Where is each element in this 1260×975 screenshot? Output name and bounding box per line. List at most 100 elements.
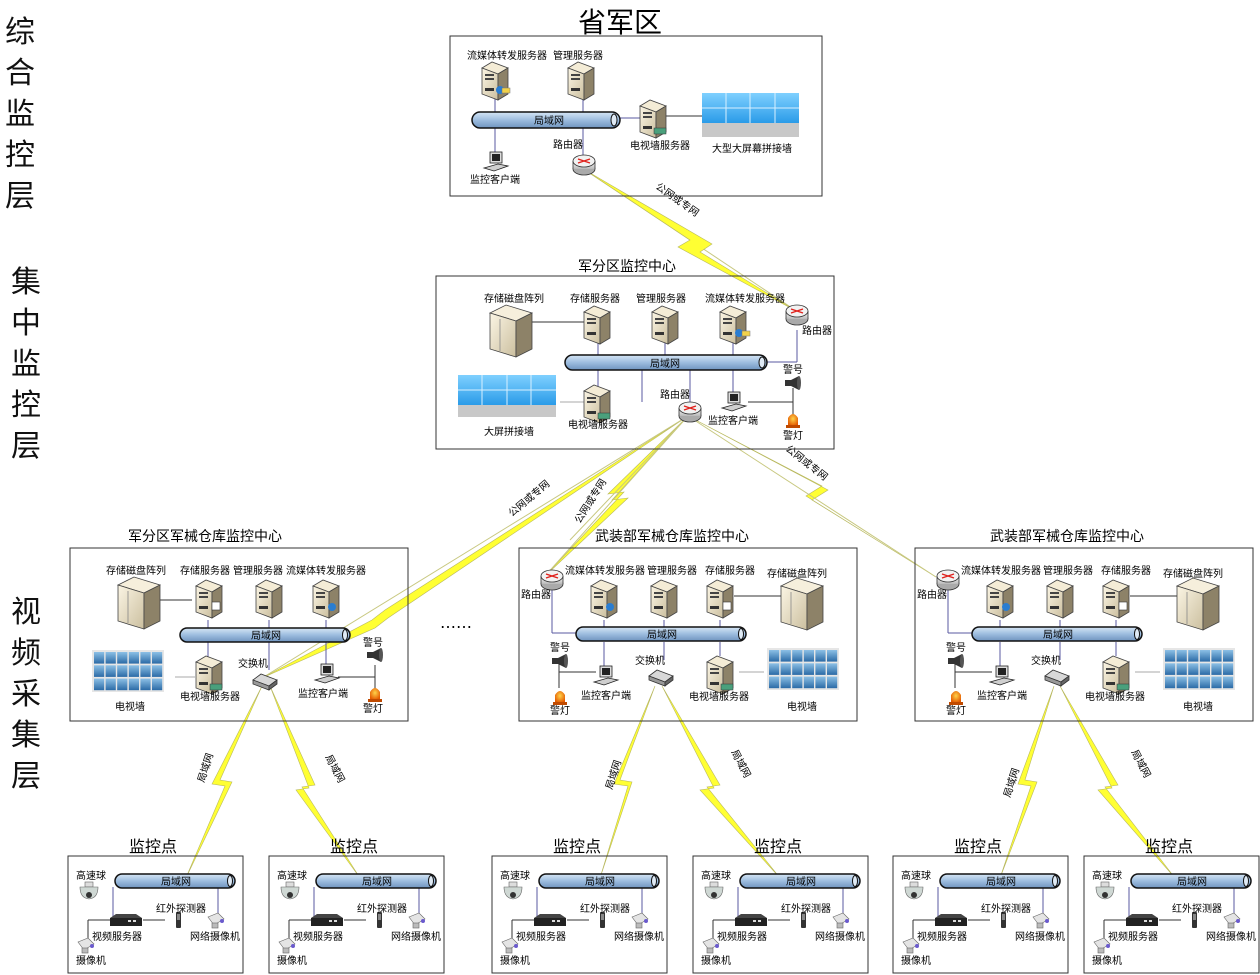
lan-pipe: 局域网 [739, 873, 861, 889]
camera-label: 摄像机 [701, 954, 731, 967]
dome-camera-label: 高速球 [277, 869, 307, 882]
lan-label: 局域网 [786, 875, 816, 888]
layer-char: 集 [11, 718, 41, 753]
client-label: 监控客户端 [470, 173, 520, 186]
dome-camera-label: 高速球 [76, 869, 106, 882]
switch-label: 交换机 [1031, 654, 1061, 667]
mgmt-server-label: 管理服务器 [1043, 564, 1093, 577]
mgmt-server-icon [567, 61, 595, 101]
router-icon [785, 304, 809, 326]
ip-camera-label: 网络摄像机 [815, 930, 865, 943]
mgmt-server-icon [1046, 579, 1074, 619]
client-icon [593, 665, 619, 686]
client-label: 监控客户端 [708, 414, 758, 427]
siren-label: 警号 [946, 641, 966, 654]
siren-label: 警号 [363, 636, 383, 649]
lan-pipe: 局域网 [1130, 873, 1252, 889]
layer-char: 综 [5, 15, 35, 50]
lan-label: 局域网 [647, 628, 677, 641]
storage-server-label: 存储服务器 [1101, 564, 1151, 577]
layer-char: 层 [11, 429, 41, 464]
switch-icon [252, 673, 278, 691]
video-server-icon [735, 914, 767, 926]
lan-label: 局域网 [1128, 747, 1154, 780]
tv-wall-label: 电视墙 [115, 700, 145, 713]
wan-label-center1: 公网或专网 [506, 477, 553, 519]
layer-char: 中 [11, 306, 41, 341]
monitor-point-title: 监控点 [954, 837, 1002, 856]
dome-camera-icon [1095, 881, 1115, 900]
client-icon [314, 663, 340, 684]
lan-label: 局域网 [585, 875, 615, 888]
siren-icon [785, 376, 801, 390]
wan-label-province: 公网或专网 [653, 180, 701, 219]
video-server-label: 视频服务器 [1108, 930, 1158, 943]
disk-array-label: 存储磁盘阵列 [1163, 567, 1223, 580]
router-icon [540, 569, 564, 591]
video-server-icon [110, 914, 142, 926]
client-label: 监控客户端 [581, 689, 631, 702]
globe-icon [735, 329, 743, 337]
monitor-point-title: 监控点 [754, 837, 802, 856]
switch-icon [1044, 669, 1070, 687]
ip-camera-icon [408, 912, 426, 929]
dome-camera-icon [704, 881, 724, 900]
tv-wall-server-label: 电视墙服务器 [568, 418, 628, 431]
lan-label: 局域网 [194, 751, 216, 784]
ir-detector-label: 红外探测器 [357, 902, 407, 915]
monitor-points: 监控点局域网高速球视频服务器红外探测器网络摄像机摄像机监控点局域网高速球视频服务… [67, 837, 1260, 974]
mgmt-server-label: 管理服务器 [233, 564, 283, 577]
lan-label: 局域网 [1043, 628, 1073, 641]
disk-array-label: 存储磁盘阵列 [106, 564, 166, 577]
disk-array-icon [489, 304, 533, 358]
video-server-label: 视频服务器 [917, 930, 967, 943]
mgmt-server-label: 管理服务器 [647, 564, 697, 577]
client-label: 监控客户端 [977, 689, 1027, 702]
province-panel: 省军区 局域网 流媒体转发服务器 管理服务器 电视墙服务器 [449, 6, 823, 197]
switch-label: 交换机 [238, 657, 268, 670]
layer-label-comprehensive: 综 合 监 控 层 [0, 12, 40, 217]
ir-detector-label: 红外探测器 [981, 902, 1031, 915]
layer-char: 层 [5, 179, 35, 214]
big-screen-label: 大屏拼接墙 [484, 425, 534, 438]
stream-server-icon [719, 305, 747, 345]
lan-pipe: 局域网 [114, 873, 236, 889]
alarm-light-icon [949, 691, 963, 705]
stream-server-icon [312, 579, 340, 619]
dome-camera-icon [904, 881, 924, 900]
ip-camera-icon [207, 912, 225, 929]
camera-label: 摄像机 [277, 954, 307, 967]
subdistrict-lan: 局域网 [564, 354, 768, 371]
lan-label: 局域网 [161, 875, 191, 888]
storage-server-icon [583, 305, 611, 345]
disk-array-label: 存储磁盘阵列 [767, 567, 827, 580]
storage-server-icon [195, 579, 223, 619]
tv-wall [767, 648, 839, 690]
layer-char: 监 [5, 97, 35, 132]
video-server-icon [311, 914, 343, 926]
video-server-icon [935, 914, 967, 926]
video-server-icon [534, 914, 566, 926]
video-server-label: 视频服务器 [717, 930, 767, 943]
mgmt-server-icon [650, 579, 678, 619]
storage-server-label: 存储服务器 [705, 564, 755, 577]
disk-array-icon [1176, 577, 1220, 631]
client-label: 监控客户端 [298, 687, 348, 700]
lan-pipe: 局域网 [538, 873, 660, 889]
client-icon [483, 151, 509, 172]
ip-camera-icon [1032, 912, 1050, 929]
ellipsis: …… [440, 613, 472, 632]
video-server-label: 视频服务器 [516, 930, 566, 943]
tv-wall [1163, 648, 1235, 690]
ip-camera-icon [832, 912, 850, 929]
dome-camera-icon [79, 881, 99, 900]
alarm-light-icon [553, 691, 567, 705]
big-screen-wall [458, 375, 556, 417]
client-icon [721, 391, 747, 412]
province-lan: 局域网 [471, 111, 621, 129]
tv-wall [92, 650, 164, 692]
layer-char: 控 [11, 388, 41, 423]
